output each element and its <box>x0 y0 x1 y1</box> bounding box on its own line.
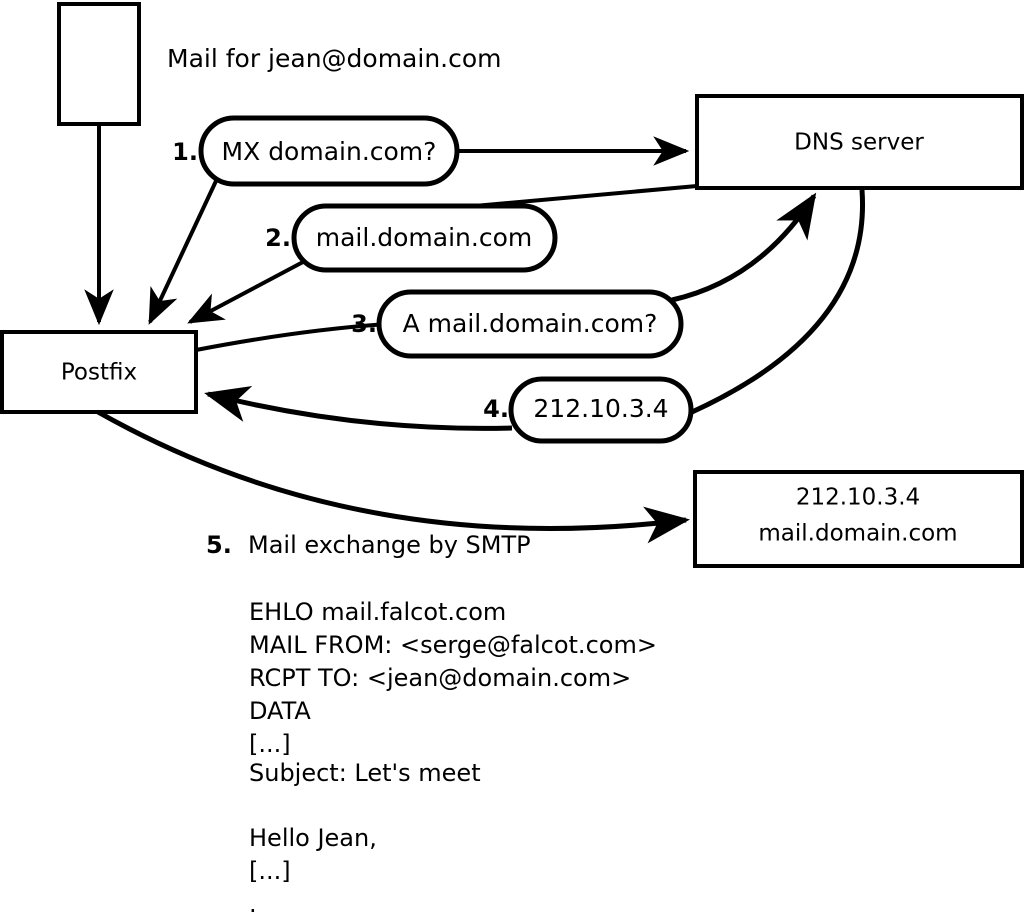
step-2-number: 2. <box>265 224 291 252</box>
smtp-line: Subject: Let's meet <box>249 759 481 787</box>
smtp-line: RCPT TO: <jean@domain.com> <box>249 664 631 692</box>
smtp-line: [...] <box>249 857 291 885</box>
step-4-label: 212.10.3.4 <box>533 394 668 423</box>
dns-server-box-label: DNS server <box>794 130 924 156</box>
edge-postfix-to-step3 <box>195 322 389 352</box>
step-2-label: mail.domain.com <box>316 223 532 252</box>
header-text: Mail for jean@domain.com <box>167 44 502 73</box>
smtp-line: . <box>249 890 257 918</box>
smtp-line: MAIL FROM: <serge@falcot.com> <box>249 631 657 659</box>
smtp-line: DATA <box>249 697 311 725</box>
step-3-label: A mail.domain.com? <box>403 309 658 338</box>
step-5-number: 5. <box>206 531 232 559</box>
edge-postfix-to-mailserver <box>96 409 690 544</box>
mail-server-box <box>693 470 1024 568</box>
step-4-bubble <box>508 376 694 444</box>
step-5-title: Mail exchange by SMTP <box>248 531 531 559</box>
smtp-line: Hello Jean, <box>249 824 377 852</box>
edge-step2-to-postfix <box>187 260 304 324</box>
client-box <box>57 2 141 126</box>
edge-step4-to-postfix <box>204 385 513 431</box>
step-2-bubble <box>291 203 558 273</box>
step-3-bubble <box>376 289 684 359</box>
smtp-line: [...] <box>249 730 291 758</box>
postfix-box <box>0 330 198 414</box>
postfix-box-label: Postfix <box>61 360 137 386</box>
step-4-number: 4. <box>483 395 509 423</box>
mail-server-host-label: mail.domain.com <box>758 521 957 547</box>
step-3-number: 3. <box>351 310 377 338</box>
step-1-number: 1. <box>172 138 198 166</box>
smtp-line: EHLO mail.falcot.com <box>249 598 506 626</box>
edge-step3-to-dns <box>671 192 817 303</box>
step-1-label: MX domain.com? <box>222 137 437 166</box>
edge-postfix-to-step1 <box>148 180 218 325</box>
step-1-bubble <box>198 115 460 187</box>
mail-server-ip-label: 212.10.3.4 <box>796 485 920 511</box>
dns-server-box <box>695 94 1024 190</box>
edge-dns-to-step4 <box>690 189 866 415</box>
